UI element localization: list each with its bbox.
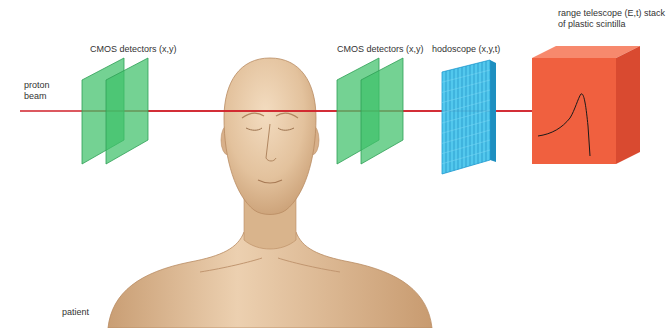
beam-segment (496, 110, 532, 112)
detector-plate (361, 58, 403, 164)
node-body (82, 58, 148, 164)
node-body (532, 46, 640, 164)
fiber-stroke (442, 90, 490, 103)
detector-label: hodoscope (x,y,t) (432, 44, 518, 55)
cmos-detector: CMOS detectors (x,y) (78, 40, 184, 168)
fiber-stroke (442, 130, 490, 143)
bragg-curve (538, 94, 590, 156)
detector-label: range telescope (E,t) stack of plastic s… (558, 8, 666, 30)
fiber-stroke (442, 100, 490, 113)
node-shape (78, 40, 173, 168)
node-shape (333, 40, 428, 168)
fiber-stroke (442, 140, 490, 154)
range-telescope: range telescope (E,t) stack of plastic s… (528, 6, 668, 166)
telescope-side (616, 46, 640, 164)
beam-segment (403, 110, 442, 112)
detector-label: CMOS detectors (x,y) (90, 44, 182, 55)
node-shape (528, 6, 668, 166)
node-body (442, 60, 496, 174)
fiber-stroke (442, 70, 490, 82)
patient-label: patient (62, 307, 122, 318)
node-body (337, 58, 403, 164)
hodoscope-face (442, 60, 490, 174)
fiber-stroke (442, 120, 490, 133)
fiber-stroke (442, 110, 490, 123)
detector-label: CMOS detectors (x,y) (337, 44, 429, 55)
fiber-stroke (442, 80, 490, 92)
hodoscope: hodoscope (x,y,t) (428, 40, 520, 178)
beam-segment (148, 110, 337, 112)
cmos-detector: CMOS detectors (x,y) (333, 40, 431, 168)
fiber-stroke (442, 150, 490, 164)
beam-label: proton beam (24, 80, 64, 102)
node-shape (428, 40, 520, 178)
hodoscope-side (490, 60, 496, 162)
detector-plate (106, 58, 148, 164)
telescope-front (532, 58, 616, 164)
